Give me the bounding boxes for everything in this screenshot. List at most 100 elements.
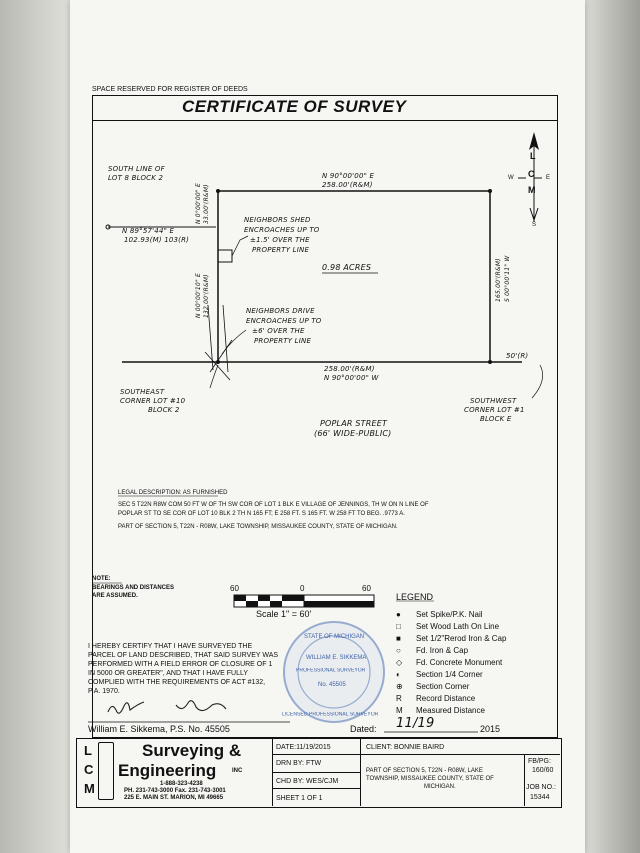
logo-c: C xyxy=(84,762,94,777)
shed-note-4: PROPERTY LINE xyxy=(252,246,310,254)
shed-note-1: NEIGHBORS SHED xyxy=(244,216,311,224)
company-inc: INC xyxy=(232,768,243,774)
info-cell xyxy=(272,738,361,806)
legal-line-2: POPLAR ST TO SE COR OF LOT 10 BLK 2 TH N… xyxy=(118,511,405,517)
register-reserved-text: SPACE RESERVED FOR REGISTER OF DEEDS xyxy=(92,86,248,93)
scale-caption: Scale 1" = 60' xyxy=(256,609,312,619)
dated-label: Dated: xyxy=(350,724,377,734)
note-label: NOTE: xyxy=(92,576,111,582)
scale-right-label: 60 xyxy=(362,584,371,593)
legend-symbol: ◇ xyxy=(396,658,403,667)
cert-line-1: I HEREBY CERTIFY THAT I HAVE SURVEYED TH… xyxy=(88,643,253,650)
legend-symbol: ⊕ xyxy=(396,682,403,691)
note-line-1: BEARINGS AND DISTANCES xyxy=(92,585,175,591)
distance-50-label: 50'(R) xyxy=(506,352,529,360)
certificate-title: CERTIFICATE OF SURVEY xyxy=(182,97,407,116)
company-name-2: Engineering xyxy=(118,761,217,780)
distance-west-label: 102.93(M) 103(R) xyxy=(124,236,190,244)
north-arrow-m: M xyxy=(528,185,536,195)
dated-year: 2015 xyxy=(480,724,501,734)
client-divider xyxy=(360,754,560,755)
job-cell xyxy=(524,754,561,806)
seal-number: No. 45505 xyxy=(318,682,346,688)
seal-role: PROFESSIONAL SURVEYOR xyxy=(296,668,366,674)
legend-symbol: M xyxy=(396,706,403,715)
se-corner-label-3: BLOCK 2 xyxy=(148,406,180,414)
fbpg-label: FB/PG: xyxy=(528,758,551,765)
legend-symbol: ○ xyxy=(396,646,401,655)
south-line-label-2: LOT 8 BLOCK 2 xyxy=(108,174,164,182)
cert-line-2: PARCEL OF LAND DESCRIBED, THAT SAID SURV… xyxy=(88,652,279,659)
bearing-nw-label: N 0°00'00" E xyxy=(195,183,202,224)
cert-line-5: COMPLIED WITH THE REQUIREMENTS OF ACT #1… xyxy=(88,679,266,686)
desc-line-1: PART OF SECTION 5, T22N - R08W, LAKE xyxy=(366,768,483,774)
shed-note-3: ±1.5' OVER THE xyxy=(250,236,310,244)
distance-top-label: 258.00'(R&M) xyxy=(322,181,373,189)
legal-heading: LEGAL DESCRIPTION: AS FURNISHED xyxy=(118,490,228,496)
sheet-row-divider xyxy=(272,788,360,789)
date-field: DATE:11/19/2015 xyxy=(276,744,331,751)
street-width-label: (66' WIDE-PUBLIC) xyxy=(314,429,392,438)
drive-note-2: ENCROACHES UP TO xyxy=(246,317,322,325)
title-block xyxy=(76,738,562,808)
survey-sheet xyxy=(70,0,585,853)
legend-label: Fd. Iron & Cap xyxy=(416,646,469,655)
company-name-1: Surveying & xyxy=(142,741,242,760)
surveyor-name: William E. Sikkema, P.S. No. 45505 xyxy=(88,724,230,734)
legend-symbol: ■ xyxy=(396,634,401,643)
sw-corner-label-2: CORNER LOT #1 xyxy=(464,406,525,414)
client-field: CLIENT: BONNIE BAIRD xyxy=(366,744,445,751)
legal-line-1: SEC 5 T22N R8W COM 50 FT W OF TH SW COR … xyxy=(118,502,429,508)
desc-line-3: MICHIGAN. xyxy=(424,784,456,790)
shed-note-2: ENCROACHES UP TO xyxy=(244,226,320,234)
legend-label: Set Wood Lath On Line xyxy=(416,622,500,631)
legend-label: Section Corner xyxy=(416,682,470,691)
drive-note-3: ±6' OVER THE xyxy=(252,327,305,335)
drive-note-4: PROPERTY LINE xyxy=(254,337,312,345)
bearing-east-label: S 00°00'11" W xyxy=(504,255,511,302)
legend-symbol: R xyxy=(396,694,402,703)
bearing-west-label: N 89°57'44" E xyxy=(122,227,175,235)
seal-licensed: LICENSED PROFESSIONAL SURVEYOR xyxy=(282,712,379,718)
company-phone-2: PH. 231-743-3000 Fax. 231-743-3001 xyxy=(124,788,226,794)
distance-nw-label: 33.00'(R&M) xyxy=(203,184,210,224)
legend-symbol: ● xyxy=(396,610,401,619)
seal-name: WILLIAM E. SIKKEMA xyxy=(306,655,367,661)
job-value: 15344 xyxy=(530,794,550,801)
legend-title: LEGEND xyxy=(396,592,434,602)
acreage-label: 0.98 ACRES xyxy=(322,263,372,272)
logo-m: M xyxy=(84,781,95,796)
cert-line-6: P.A. 1970. xyxy=(88,688,120,695)
fbpg-value: 160/60 xyxy=(532,767,554,774)
desc-line-2: TOWNSHIP, MISSAUKEE COUNTY, STATE OF xyxy=(366,776,494,782)
legend-label: Record Distance xyxy=(416,694,476,703)
scale-mid-label: 0 xyxy=(300,584,305,593)
bearing-bottom-label: N 90°00'00" W xyxy=(324,374,379,382)
sw-corner-label-1: SOUTHWEST xyxy=(470,397,517,405)
legend-symbol: ◐ xyxy=(396,670,401,679)
legend-label: Set 1/2"Rerod Iron & Cap xyxy=(416,634,507,643)
company-address: 225 E. MAIN ST. MARION, MI 49665 xyxy=(124,795,224,801)
note-line-2: ARE ASSUMED. xyxy=(92,593,138,599)
drn-row xyxy=(272,754,360,773)
north-arrow-c: C xyxy=(528,169,535,179)
dated-value: 11/19 xyxy=(396,716,435,731)
job-label: JOB NO.: xyxy=(526,784,556,791)
legend-label: Set Spike/P.K. Nail xyxy=(416,610,483,619)
street-name-label: POPLAR STREET xyxy=(320,419,388,428)
survey-tripod-icon xyxy=(98,742,114,800)
cert-line-3: PERFORMED WITH A FIELD ERROR OF CLOSURE … xyxy=(88,661,273,668)
legal-line-3: PART OF SECTION 5, T22N - R08W, LAKE TOW… xyxy=(118,524,398,530)
sheet-field: SHEET 1 OF 1 xyxy=(276,795,323,802)
se-corner-label-2: CORNER LOT #10 xyxy=(120,397,186,405)
title-box xyxy=(92,95,558,121)
company-phone-1: 1-888-323-4238 xyxy=(160,781,203,787)
drive-note-1: NEIGHBORS DRIVE xyxy=(246,307,315,315)
checked-by-field: CHD BY: WES/CJM xyxy=(276,778,339,785)
south-line-label-1: SOUTH LINE OF xyxy=(108,165,165,173)
cert-line-4: IN 5000 OR GREATER", AND THAT I HAVE FUL… xyxy=(88,670,249,677)
drawn-by-field: DRN BY: FTW xyxy=(276,760,322,767)
legend-label: Fd. Concrete Monument xyxy=(416,658,503,667)
north-arrow-e: E xyxy=(546,175,551,181)
